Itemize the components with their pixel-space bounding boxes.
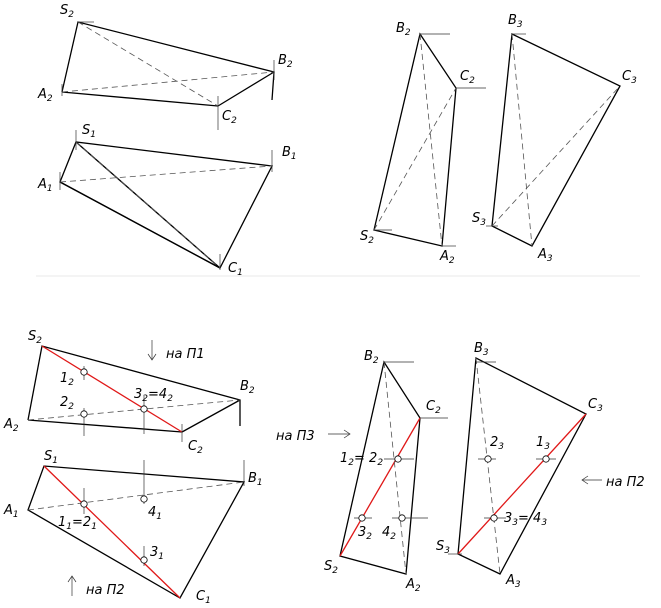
arrow-right-icon — [328, 429, 351, 439]
label-c2: C2 — [188, 439, 203, 456]
label-s2: S2 — [360, 229, 374, 246]
profile-projection-bottom-right — [448, 356, 587, 575]
label-b2: B2 — [278, 53, 293, 70]
label-point-3-1: 31 — [150, 545, 164, 562]
label-a3: A3 — [537, 247, 553, 264]
label-view-p1: на П1 — [166, 347, 205, 362]
label-c2: C2 — [222, 109, 237, 126]
label-point-3-4-3: 33= 43 — [504, 511, 547, 528]
label-a2: A2 — [405, 577, 421, 594]
label-s3: S3 — [436, 539, 450, 556]
label-b2: B2 — [396, 21, 411, 38]
label-b2: B2 — [240, 379, 255, 396]
arrow-up-icon — [67, 575, 77, 596]
direction-arrows-bottom-right: на П3 на П2 — [276, 429, 645, 490]
label-b3: B3 — [474, 341, 489, 358]
panel-top-left: S2 B2 A2 C2 S1 B1 A1 C1 — [37, 3, 297, 278]
label-b1: B1 — [282, 145, 297, 162]
label-a2: A2 — [37, 87, 53, 104]
arrow-left-icon — [581, 475, 602, 485]
frontal-projection-right — [373, 32, 486, 247]
label-a2: A2 — [439, 249, 455, 266]
label-s3: S3 — [472, 211, 486, 228]
label-b1: B1 — [248, 471, 263, 488]
label-s2: S2 — [324, 559, 338, 576]
label-point-3-2: 32 — [358, 525, 372, 542]
label-view-p2: на П2 — [86, 583, 125, 598]
label-s2: S2 — [60, 3, 74, 20]
label-c2: C2 — [426, 399, 441, 416]
panel-bottom-left: S2 B2 A2 C2 S1 B1 A1 C1 12 22 32=42 11=2… — [3, 329, 263, 606]
frontal-projection-bottom — [27, 345, 241, 442]
label-point-2-3: 23 — [490, 435, 504, 452]
point-labels-bottom-left: 12 22 32=42 11=21 41 31 — [58, 371, 173, 562]
arrow-down-icon — [147, 340, 157, 361]
vertex-labels-top-right: B2 C2 S2 A2 B3 C3 S3 A3 — [360, 13, 637, 266]
direction-arrows-bottom-left: на П1 на П2 — [67, 340, 205, 598]
label-view-p3: на П3 — [276, 429, 315, 444]
label-a3: A3 — [505, 573, 521, 590]
label-point-1-2: 12 — [60, 371, 74, 388]
label-point-3-4-2: 32=42 — [134, 387, 173, 404]
point-labels-bottom-right: 12= 22 32 42 23 13 33= 43 — [340, 435, 550, 542]
vertex-labels-top-left: S2 B2 A2 C2 S1 B1 A1 C1 — [37, 3, 297, 278]
label-b3: B3 — [508, 13, 523, 30]
label-a1: A1 — [37, 177, 53, 194]
frontal-projection-bottom-right — [339, 360, 448, 575]
horizontal-projection-bottom — [27, 460, 246, 599]
label-s2: S2 — [28, 329, 42, 346]
label-point-4-2: 42 — [382, 525, 396, 542]
label-s1: S1 — [44, 449, 58, 466]
horizontal-projection-top — [59, 130, 274, 270]
panel-bottom-right: B2 C2 S2 A2 B3 C3 S3 A3 12= 22 32 42 23 … — [276, 341, 645, 594]
frontal-projection-top — [61, 21, 275, 130]
label-point-1-3: 13 — [536, 435, 550, 452]
vertex-labels-bottom-left: S2 B2 A2 C2 S1 B1 A1 C1 — [3, 329, 263, 606]
profile-projection-right — [486, 33, 621, 247]
panel-top-right: B2 C2 S2 A2 B3 C3 S3 A3 — [360, 13, 637, 266]
label-point-1-2-f: 12= 22 — [340, 451, 383, 468]
label-a1: A1 — [3, 503, 19, 520]
label-a2: A2 — [3, 417, 19, 434]
label-c3: C3 — [622, 69, 637, 86]
label-c1: C1 — [196, 589, 211, 606]
label-s1: S1 — [82, 123, 96, 140]
vertex-labels-bottom-right: B2 C2 S2 A2 B3 C3 S3 A3 — [324, 341, 603, 594]
label-point-1-2-h: 11=21 — [58, 515, 97, 532]
label-b2: B2 — [364, 349, 379, 366]
label-point-4-1: 41 — [148, 505, 162, 522]
label-c1: C1 — [228, 261, 243, 278]
label-point-2-2: 22 — [60, 395, 74, 412]
label-view-p2-right: на П2 — [606, 475, 645, 490]
label-c3: C3 — [588, 397, 603, 414]
label-c2: C2 — [460, 69, 475, 86]
